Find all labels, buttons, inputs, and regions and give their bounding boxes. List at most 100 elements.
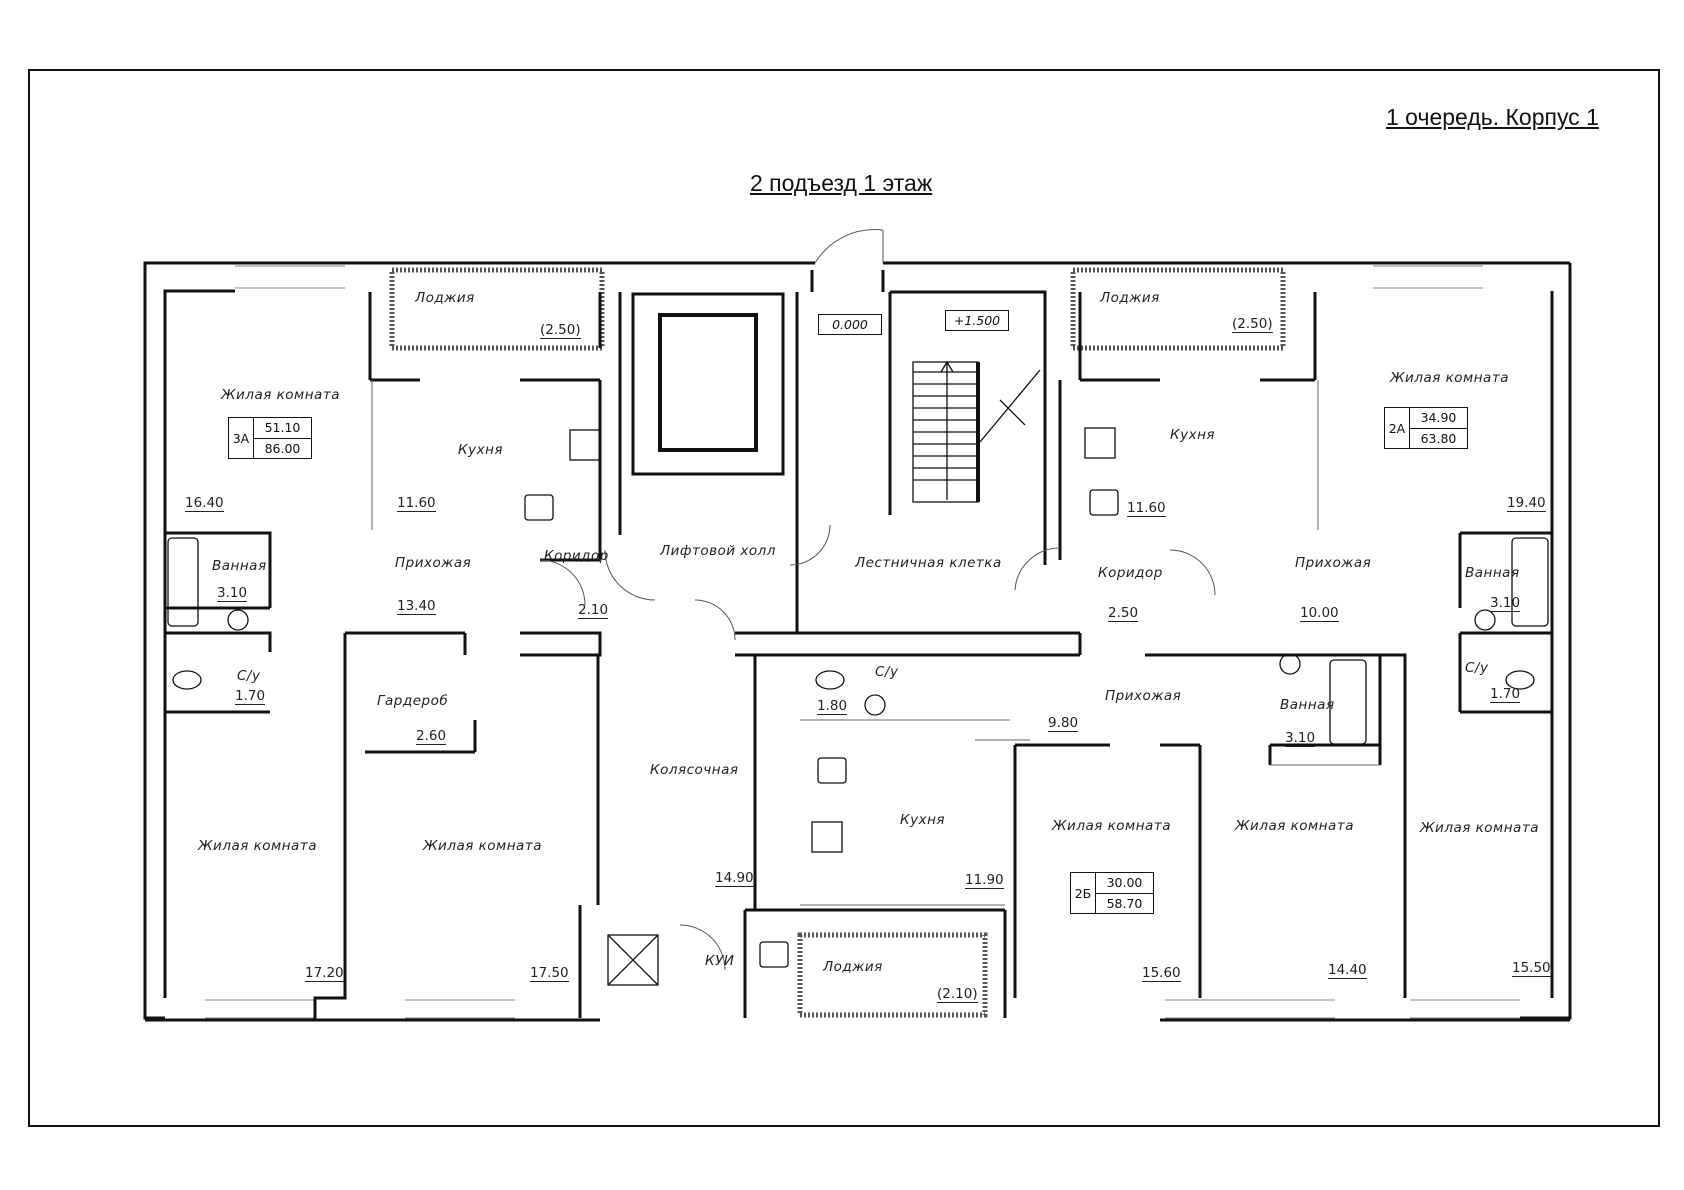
apartment-living-area: 30.00 xyxy=(1096,873,1153,894)
bathtub-icon xyxy=(167,537,199,627)
room-area: 15.50 xyxy=(1512,960,1551,977)
room-area: 17.20 xyxy=(305,965,344,982)
room-area: (2.50) xyxy=(540,322,581,339)
apartment-total-area: 63.80 xyxy=(1420,430,1457,446)
room-area: 2.10 xyxy=(578,602,609,619)
loggia-top-left xyxy=(389,267,605,351)
room-name: Жилая комната xyxy=(423,838,542,854)
room-area: 11.60 xyxy=(397,495,436,512)
outer-wall-left xyxy=(143,261,340,1020)
room-name: С/у xyxy=(1465,660,1489,676)
room-name: КУИ xyxy=(705,953,735,969)
room-area: 3.10 xyxy=(1490,595,1521,612)
room-area: 11.60 xyxy=(1127,500,1166,517)
room-name: Жилая комната xyxy=(1235,818,1354,834)
apartment-code: 2А xyxy=(1385,408,1410,448)
room-name: Лоджия xyxy=(823,959,883,975)
room-area: 17.50 xyxy=(530,965,569,982)
room-area: 1.70 xyxy=(1490,686,1521,703)
room-name: Колясочная xyxy=(650,762,739,778)
room-name: Кухня xyxy=(458,442,504,458)
sink-icon xyxy=(759,941,789,968)
room-name: Жилая комната xyxy=(1052,818,1171,834)
sink-icon xyxy=(1279,653,1301,675)
apartment-living-area: 34.90 xyxy=(1410,408,1467,429)
room-area: 11.90 xyxy=(965,872,1004,889)
room-area: 15.60 xyxy=(1142,965,1181,982)
level-mark-entrance: 0.000 xyxy=(818,314,882,335)
fixtures xyxy=(167,427,1549,986)
sink-icon xyxy=(524,494,554,521)
exterior-walls xyxy=(143,261,1572,1022)
stove-icon xyxy=(569,429,601,461)
room-name: Кухня xyxy=(900,812,946,828)
room-name: Ванная xyxy=(1465,565,1520,581)
loggias xyxy=(389,267,1286,1018)
stove-icon xyxy=(1084,427,1116,459)
stairs xyxy=(912,360,1041,503)
outer-wall-left-inner xyxy=(163,289,235,998)
loggia-top-right xyxy=(1070,267,1286,351)
room-name: Лифтовой холл xyxy=(660,543,776,559)
room-area: 19.40 xyxy=(1507,495,1546,512)
doors xyxy=(539,229,1216,971)
thin-partitions xyxy=(371,380,1380,906)
room-name: Лестничная клетка xyxy=(855,555,1002,571)
room-name: С/у xyxy=(237,668,261,684)
room-area: 3.10 xyxy=(1285,730,1316,747)
room-name: Коридор xyxy=(1098,565,1163,581)
room-name: Ванная xyxy=(1280,697,1335,713)
building-title: 1 очередь. Корпус 1 xyxy=(1386,104,1599,130)
room-area: 3.10 xyxy=(217,585,248,602)
toilet-icon xyxy=(172,670,202,690)
sink-icon xyxy=(817,757,847,784)
room-area: 14.90 xyxy=(715,870,754,887)
room-name: Прихожая xyxy=(1295,555,1372,571)
level-mark-landing: +1.500 xyxy=(945,310,1009,331)
room-name: Жилая комната xyxy=(221,387,340,403)
apartment-total-area: 58.70 xyxy=(1106,895,1143,911)
room-area: 9.80 xyxy=(1048,715,1079,732)
room-area: 13.40 xyxy=(397,598,436,615)
sink-icon xyxy=(227,609,249,631)
bathtub-icon xyxy=(1329,659,1367,745)
outer-wall-right xyxy=(1520,263,1572,1020)
room-name: Гардероб xyxy=(377,693,449,709)
room-area: (2.10) xyxy=(937,986,978,1003)
room-name: Кухня xyxy=(1170,427,1216,443)
room-name: Жилая комната xyxy=(198,838,317,854)
apartment-code: 3А xyxy=(229,418,254,458)
room-area: 16.40 xyxy=(185,495,224,512)
room-name: Жилая комната xyxy=(1390,370,1509,386)
loggia-bottom xyxy=(797,932,988,1018)
apartment-total-area: 86.00 xyxy=(264,440,301,456)
room-name: Лоджия xyxy=(1100,290,1160,306)
interior-walls xyxy=(165,270,1552,1020)
drawing-frame xyxy=(28,69,1660,1127)
room-area: 14.40 xyxy=(1328,962,1367,979)
toilet-icon xyxy=(1505,670,1535,690)
room-area: 10.00 xyxy=(1300,605,1339,622)
room-name: С/у xyxy=(875,664,899,680)
room-area: 1.70 xyxy=(235,688,266,705)
bathtub-icon xyxy=(1511,537,1549,627)
stove-icon xyxy=(811,821,843,853)
room-name: Коридор xyxy=(544,548,609,564)
sink-icon xyxy=(1474,609,1496,631)
apartment-living-area: 51.10 xyxy=(254,418,311,439)
room-name: Прихожая xyxy=(1105,688,1182,704)
room-name: Прихожая xyxy=(395,555,472,571)
shaft-icon xyxy=(607,934,659,986)
room-name: Лоджия xyxy=(415,290,475,306)
room-area: 2.60 xyxy=(416,728,447,745)
floor-title: 2 подъезд 1 этаж xyxy=(750,170,933,196)
room-area: 2.50 xyxy=(1108,605,1139,622)
sink-icon xyxy=(864,694,886,716)
room-area: (2.50) xyxy=(1232,316,1273,333)
room-name: Ванная xyxy=(212,558,267,574)
room-area: 1.80 xyxy=(817,698,848,715)
